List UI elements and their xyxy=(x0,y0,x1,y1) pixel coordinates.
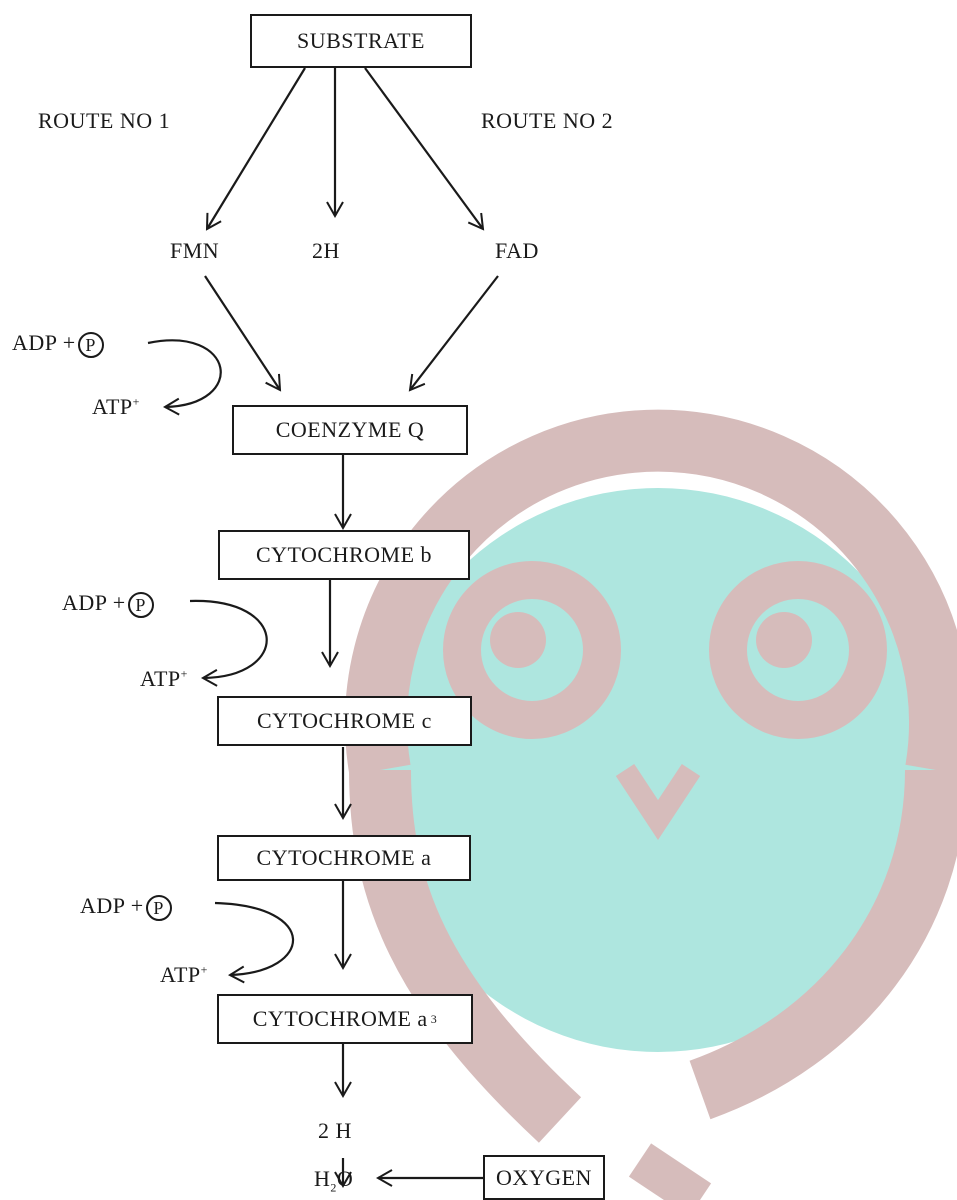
atp-superscript: + xyxy=(200,962,208,977)
fmn-label: FMN xyxy=(170,238,220,263)
phosphate-circle-icon: P xyxy=(145,894,172,921)
fad-label: FAD xyxy=(495,238,539,263)
atp-superscript: + xyxy=(180,666,188,681)
phosphate-circle-icon: P xyxy=(77,331,104,358)
2h-top-label: 2H xyxy=(312,238,340,263)
water-o: O xyxy=(336,1166,354,1191)
adp-text: ADP + xyxy=(62,590,126,615)
cytochrome-c-box: CYTOCHROME c xyxy=(217,696,472,746)
atp-label-2: ATP+ xyxy=(140,666,188,692)
arrow-substrate-fmn xyxy=(205,67,306,231)
water-subscript: 2 xyxy=(330,1180,337,1195)
adp-p-label-1: ADP +P xyxy=(12,330,104,358)
cytochrome-a3-label: CYTOCHROME a xyxy=(252,1006,428,1031)
cytochrome-b-box: CYTOCHROME b xyxy=(218,530,470,580)
arrow-substrate-fad xyxy=(364,67,485,231)
2h-bottom-label: 2 H xyxy=(318,1118,352,1143)
arrow-fmn-coq xyxy=(204,275,282,392)
adp-text: ADP + xyxy=(12,330,76,355)
adp-p-label-2: ADP +P xyxy=(62,590,154,618)
cytochrome-a-box: CYTOCHROME a xyxy=(217,835,471,881)
atp-curve-3 xyxy=(214,901,295,984)
atp-label-3: ATP+ xyxy=(160,962,208,988)
atp-curve-1 xyxy=(147,339,222,416)
water-label: H2O xyxy=(314,1166,353,1195)
coenzyme-q-box: COENZYME Q xyxy=(232,405,468,455)
route-2-label: ROUTE NO 2 xyxy=(481,108,614,133)
arrow-fad-coq xyxy=(408,275,499,392)
atp-superscript: + xyxy=(132,394,140,409)
route-1-label: ROUTE NO 1 xyxy=(38,108,171,133)
atp-text: ATP xyxy=(160,962,201,987)
cytochrome-a3-subscript: 3 xyxy=(430,1011,438,1026)
water-h: H xyxy=(314,1166,331,1191)
atp-text: ATP xyxy=(140,666,181,691)
atp-curve-2 xyxy=(189,599,268,687)
substrate-box: SUBSTRATE xyxy=(250,14,472,68)
atp-text: ATP xyxy=(92,394,133,419)
oxygen-box: OXYGEN xyxy=(483,1155,605,1200)
phosphate-circle-icon: P xyxy=(127,591,154,618)
adp-text: ADP + xyxy=(80,893,144,918)
adp-p-label-3: ADP +P xyxy=(80,893,172,921)
atp-label-1: ATP+ xyxy=(92,394,140,420)
